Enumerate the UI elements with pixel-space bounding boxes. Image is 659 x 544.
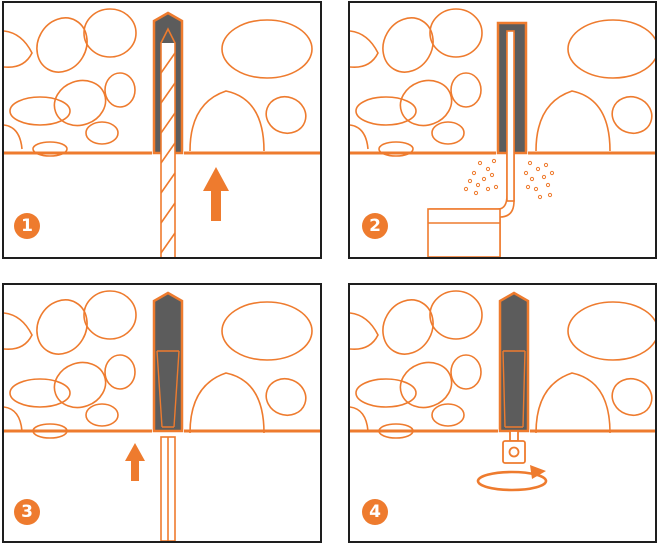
nut-icon [502, 430, 526, 464]
panel-3-drawing [4, 290, 320, 541]
drill-upward-arrow-icon [203, 167, 229, 221]
panel-2-drawing [350, 8, 655, 257]
step-4-badge: 4 [362, 499, 388, 525]
stone-aggregate-icon [350, 8, 655, 157]
expanded-sleeve-icon [502, 350, 526, 428]
panel-1-drawing [4, 8, 320, 257]
insert-upward-arrow-icon [125, 443, 145, 481]
stone-aggregate-icon [4, 8, 313, 157]
rotation-arrow-icon [476, 465, 548, 492]
step-3-badge: 3 [14, 499, 40, 525]
panel-4-drawing [350, 290, 655, 492]
dust-pump-icon [427, 30, 515, 257]
tighten-anchor-panel: 4 [348, 283, 657, 543]
expansion-sleeve-icon [156, 350, 180, 428]
stone-aggregate-icon [4, 290, 313, 439]
insertion-tool-icon [160, 436, 176, 541]
drill-bit-icon [160, 27, 176, 257]
step-1-badge: 1 [14, 213, 40, 239]
step-2-badge: 2 [362, 213, 388, 239]
insert-anchor-panel: 3 [2, 283, 322, 543]
drill-hole-panel: 1 [2, 1, 322, 259]
dust-particles-icon [463, 158, 555, 200]
blow-out-dust-panel: 2 [348, 1, 657, 259]
